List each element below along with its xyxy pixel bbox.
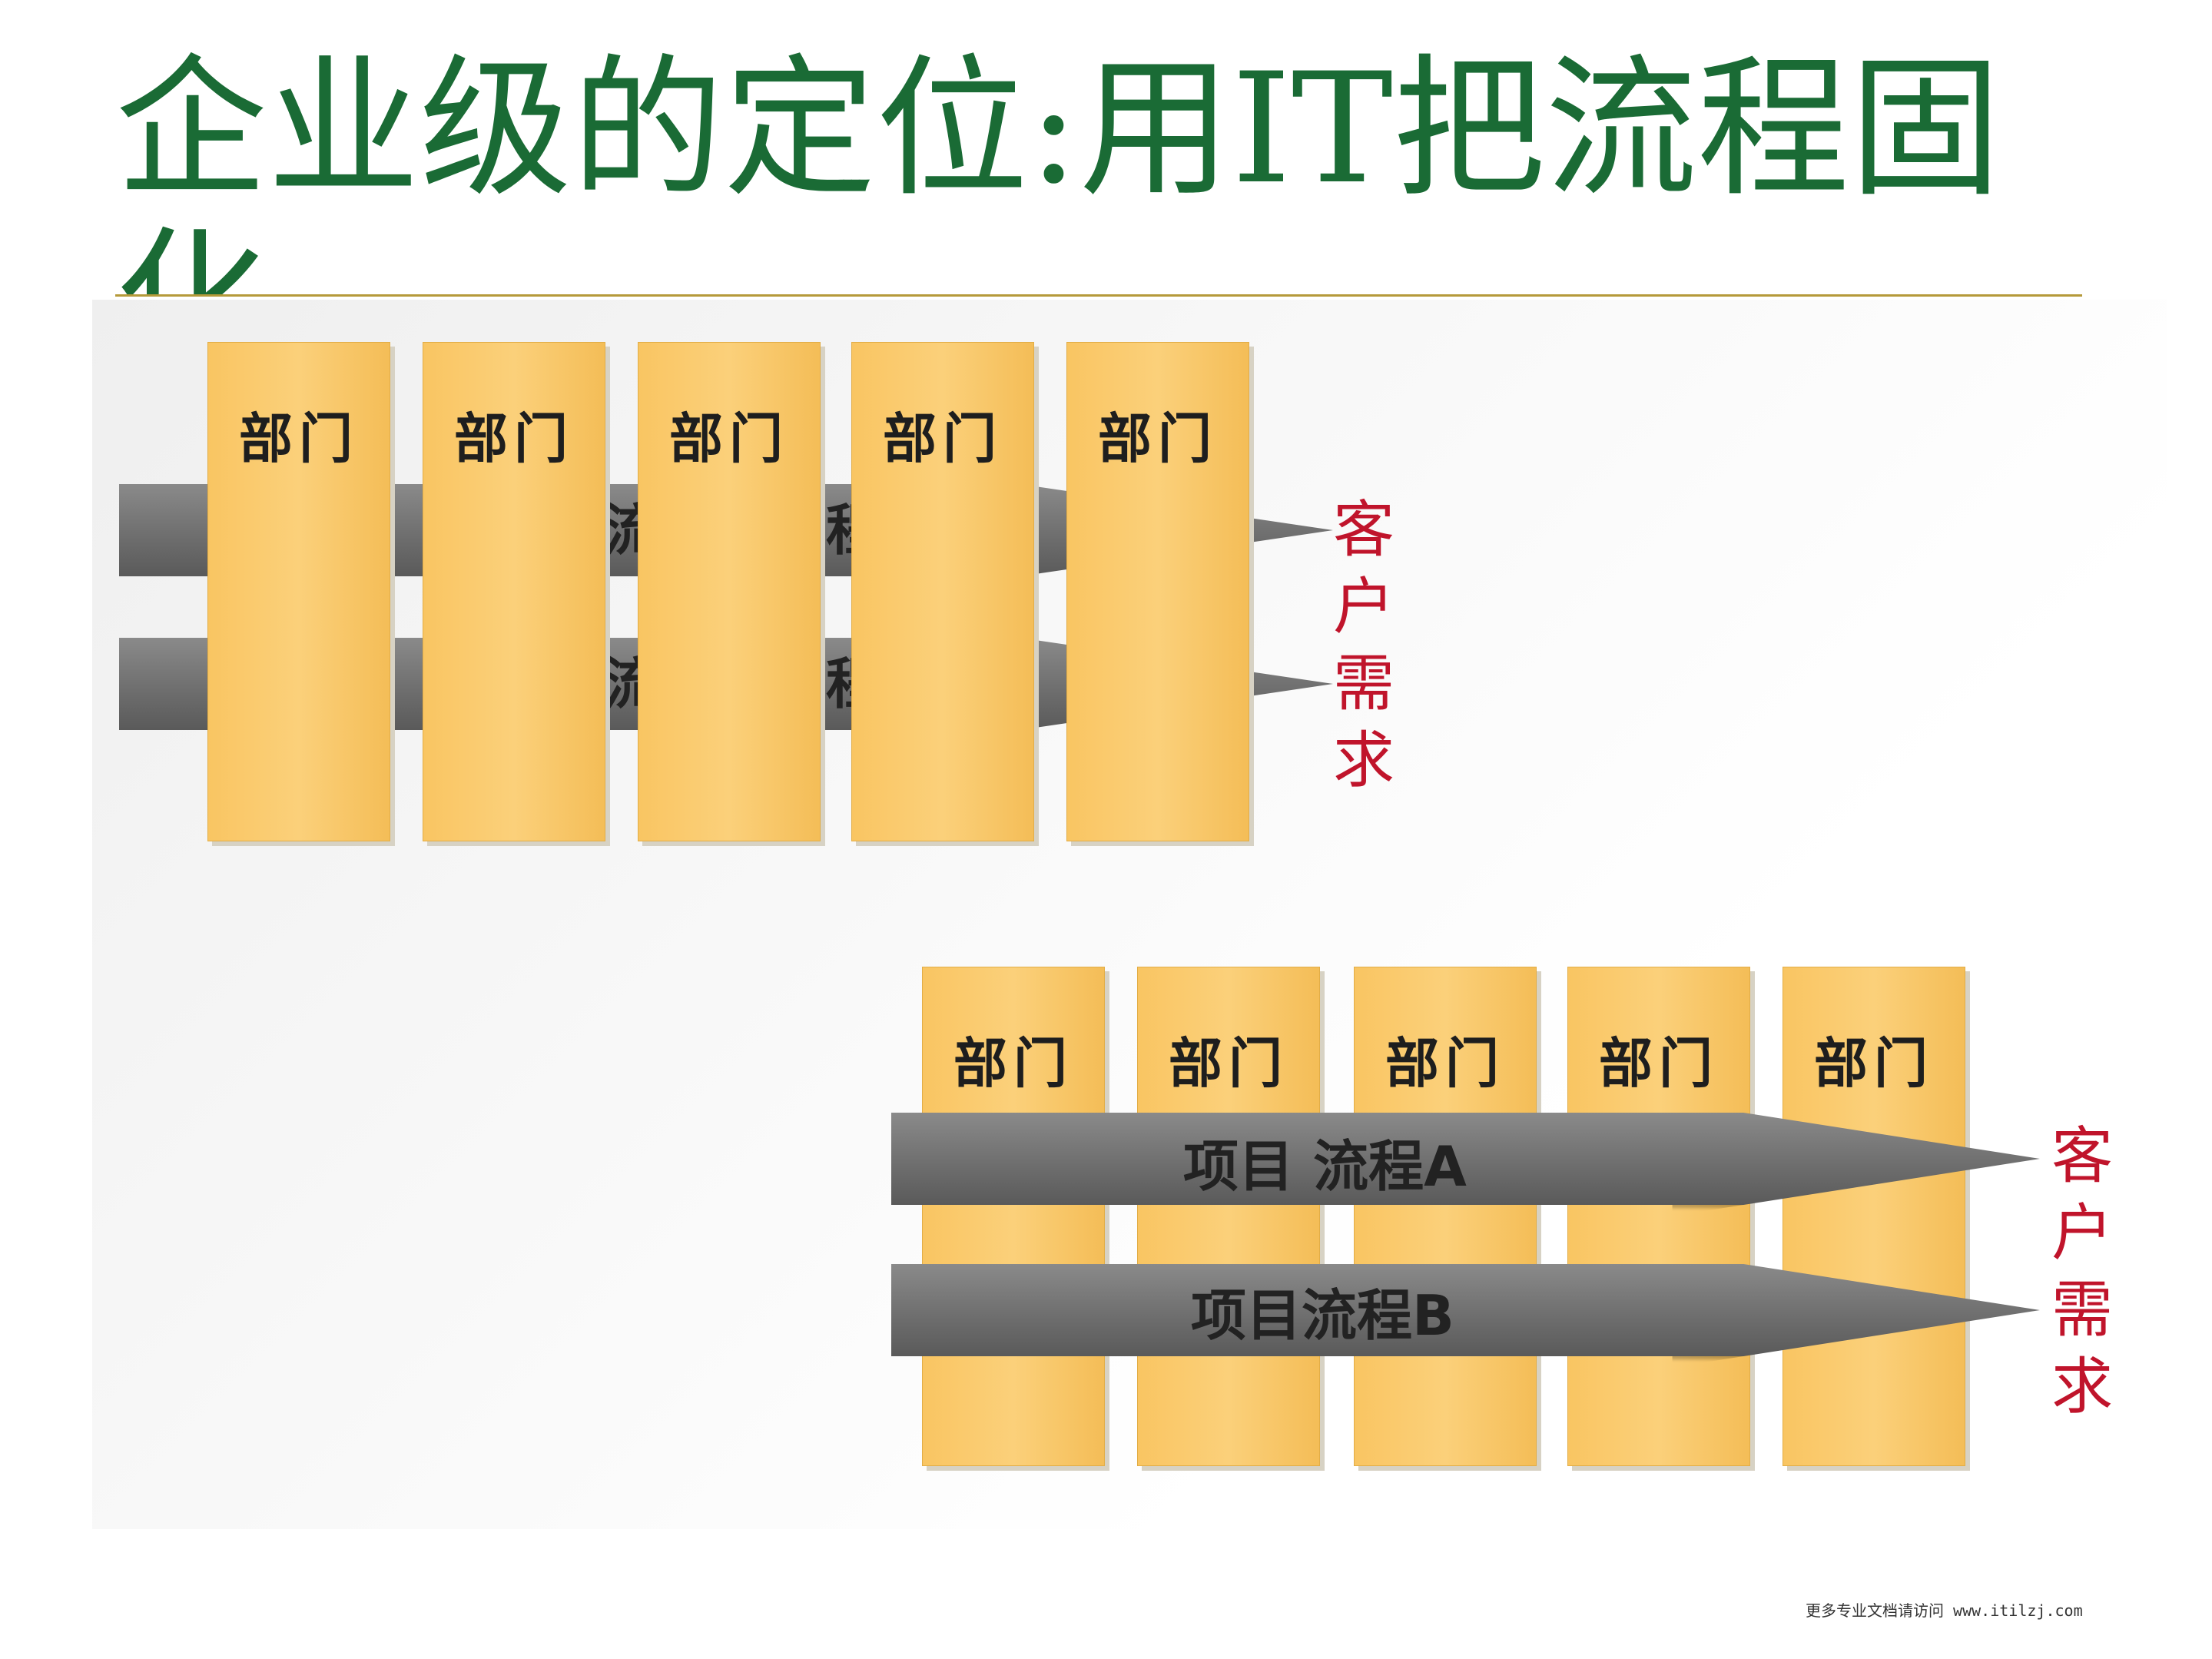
slide-title: 企业级的定位:用IT把流程固化 <box>115 42 2001 296</box>
process-a-label: 项目 流程A <box>1183 1134 1467 1199</box>
department-label: 部门 <box>1098 406 1218 470</box>
department-block: 部门 <box>423 342 605 841</box>
department-block: 部门 <box>1354 967 1537 1466</box>
department-label: 部门 <box>883 406 1003 470</box>
title-divider <box>115 294 2082 297</box>
customer-char: 求 <box>1333 725 1395 796</box>
customer-char: 求 <box>2051 1351 2113 1422</box>
department-block: 部门 <box>1066 342 1249 841</box>
department-block: 部门 <box>638 342 821 841</box>
department-label: 部门 <box>1385 1031 1505 1095</box>
department-block: 部门 <box>922 967 1105 1466</box>
department-label: 部门 <box>669 406 789 470</box>
customer-char: 户 <box>1333 571 1395 642</box>
department-label: 部门 <box>1599 1031 1719 1095</box>
customer-char: 客 <box>2051 1120 2113 1192</box>
department-label: 部门 <box>1814 1031 1934 1095</box>
department-block: 部门 <box>851 342 1034 841</box>
department-block: 部门 <box>1783 967 1965 1466</box>
customer-char: 户 <box>2051 1197 2113 1269</box>
customer-char: 需 <box>1333 648 1395 719</box>
process-b-label: 项目流程B <box>1191 1283 1454 1348</box>
customer-demand-label: 客 户 需 求 <box>1325 492 1402 799</box>
department-block: 部门 <box>1567 967 1750 1466</box>
department-block: 部门 <box>207 342 390 841</box>
customer-demand-label: 客 户 需 求 <box>2044 1118 2121 1425</box>
department-block: 部门 <box>1137 967 1320 1466</box>
department-label: 部门 <box>1169 1031 1288 1095</box>
department-label: 部门 <box>454 406 574 470</box>
department-label: 部门 <box>953 1031 1073 1095</box>
customer-char: 需 <box>2051 1274 2113 1345</box>
department-label: 部门 <box>239 406 359 470</box>
footer-link-note: 更多专业文档请访问 www.itilzj.com <box>1806 1601 2083 1620</box>
customer-char: 客 <box>1333 494 1395 566</box>
